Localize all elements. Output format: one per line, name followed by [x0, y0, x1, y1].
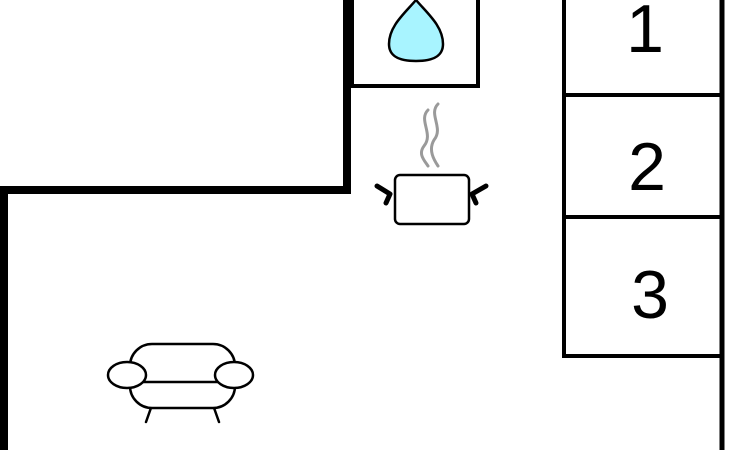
water-niche-frame: [350, 0, 480, 88]
water-drop-icon: [387, 0, 445, 63]
room-number-3: 3: [631, 257, 669, 333]
pot-handle-right: [469, 183, 489, 206]
water-niche: [350, 0, 480, 88]
steam-line-1: [420, 108, 430, 168]
armchair-arm-left: [106, 360, 148, 390]
armchair-arm-right: [213, 360, 255, 390]
room-3-box: [562, 215, 724, 358]
room-blocks: 1 2 3: [562, 0, 724, 358]
wall-left-upper-step: [0, 0, 351, 194]
pot-handle-left: [374, 183, 393, 206]
pot-body: [393, 173, 471, 226]
room-number-2: 2: [628, 129, 666, 205]
cooking-pot-icon: [374, 102, 489, 226]
armchair-icon: [106, 342, 255, 424]
steam-line-2: [430, 102, 440, 168]
room-number-1: 1: [626, 0, 664, 67]
